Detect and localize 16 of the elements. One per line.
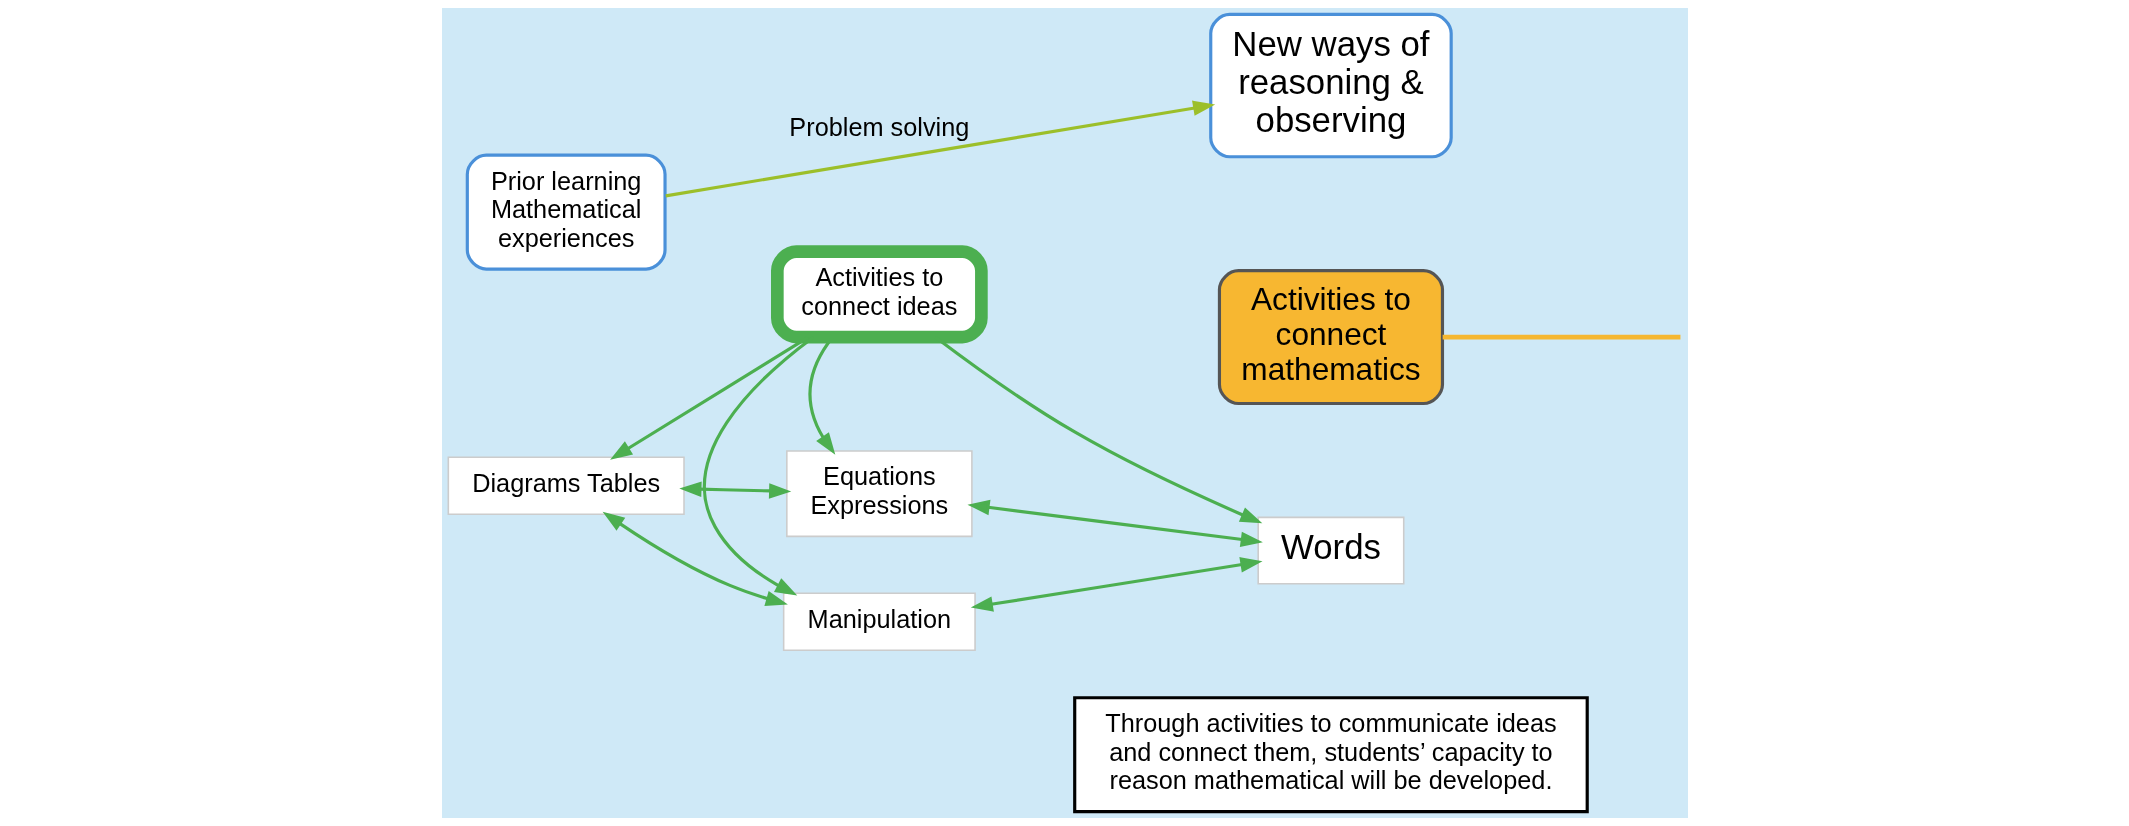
node-box: Activities to connect mathematics xyxy=(1217,269,1444,406)
node-box: New ways of reasoning & observing xyxy=(1208,12,1453,159)
arrow xyxy=(678,481,791,499)
node-box: Through activities to communicate ideas and connect them, students’ capacity to reason mathematical will be developed. xyxy=(1072,696,1589,814)
arrow xyxy=(967,499,1263,548)
node-box: Equations Expressions xyxy=(785,450,973,538)
arrow xyxy=(970,557,1262,612)
node-box: Manipulation xyxy=(782,592,976,652)
edge-label: Problem solving xyxy=(788,112,969,141)
node-box: Prior learning Mathematical experiences xyxy=(465,153,667,271)
node-box: Words xyxy=(1256,516,1404,585)
node-box: Activities to connect ideas xyxy=(770,245,988,344)
node-box: Diagrams Tables xyxy=(447,456,685,515)
arrow xyxy=(602,511,788,606)
arrow xyxy=(665,100,1215,198)
connector xyxy=(1442,334,1680,340)
